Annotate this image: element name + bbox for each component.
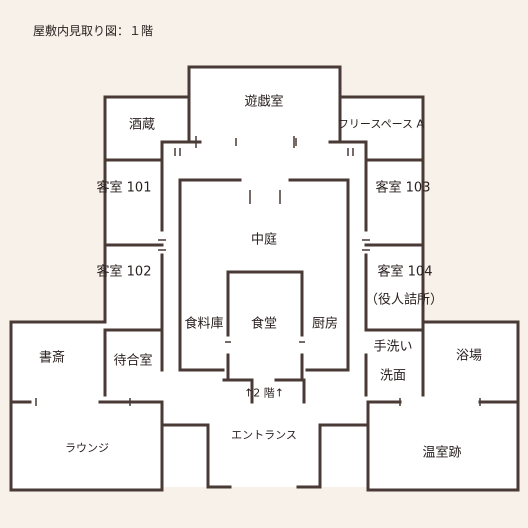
- building-footprint: [11, 67, 518, 490]
- room-shokudo: 食堂: [250, 316, 278, 332]
- room-machiaishitsu: 待合室: [113, 353, 153, 369]
- room-senmen: 洗面: [379, 368, 407, 384]
- room-tearai: 手洗い: [373, 339, 413, 355]
- room-kyakushitsu-101: 客室 101: [96, 180, 152, 196]
- room-yakunin-tsumesho: （役人詰所）: [364, 292, 444, 308]
- room-shosai: 書斎: [38, 350, 66, 366]
- room-onshitsu-ato: 温室跡: [422, 445, 462, 461]
- room-entrance: エントランス: [231, 428, 297, 442]
- room-chubo: 厨房: [311, 316, 339, 332]
- room-sakagura: 酒蔵: [128, 117, 156, 133]
- room-shokuryoko: 食料庫: [184, 316, 224, 332]
- room-nakaniwa: 中庭: [250, 232, 278, 248]
- page-title: 屋敷内見取り図：１階: [33, 24, 154, 38]
- room-lounge: ラウンジ: [65, 441, 109, 455]
- room-free-space-a: フリースペース A: [337, 117, 425, 131]
- room-kyakushitsu-103: 客室 103: [375, 180, 431, 196]
- stairs-label: ↑2 階↑: [244, 386, 284, 400]
- room-kyakushitsu-104: 客室 104: [377, 264, 433, 280]
- walls: [9, 65, 520, 492]
- room-kyakushitsu-102: 客室 102: [96, 264, 152, 280]
- door-marks: [35, 136, 481, 406]
- room-yokujo: 浴場: [455, 348, 483, 364]
- room-yugishitsu: 遊戯室: [244, 94, 284, 110]
